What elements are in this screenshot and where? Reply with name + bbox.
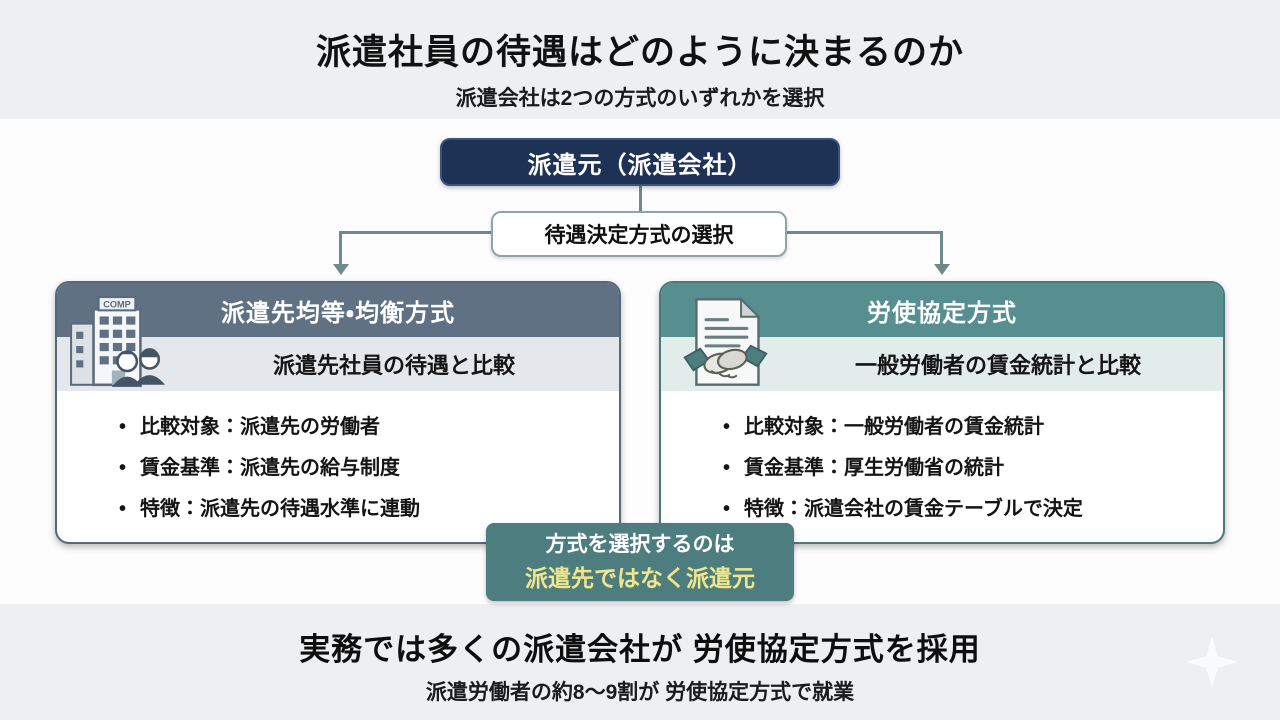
card-agreement-bullets: 比較対象：一般労働者の賃金統計 賃金基準：厚生労働省の統計 特徴：派遣会社の賃金… — [661, 407, 1223, 530]
footer-headline: 実務では多くの派遣会社が 労使協定方式を採用 — [299, 632, 981, 667]
page-title: 派遣社員の待遇はどのように決まるのか — [315, 33, 964, 72]
decision-method-box: 待遇決定方式の選択 — [491, 211, 787, 257]
bullet-item: 賃金基準：派遣先の給与制度 — [119, 448, 609, 489]
card-equal-balance-method: 派遣先均等・均衡方式 派遣先社員の待遇と比較 比較対象：派遣先の労働者 賃金基準… — [55, 281, 621, 544]
company-building-icon: COMP — [67, 293, 169, 395]
note-line-1: 方式を選択するのは — [545, 533, 735, 556]
connector-left-horizontal — [339, 231, 493, 234]
connector-right-horizontal — [786, 231, 942, 234]
connector-left-vertical — [339, 231, 342, 265]
agreement-handshake-icon — [677, 291, 774, 393]
arrow-down-right-icon — [934, 264, 950, 275]
note-line-2-highlight: 派遣先ではなく派遣元 — [525, 565, 755, 591]
bullet-item: 賃金基準：厚生労働省の統計 — [723, 448, 1213, 489]
bottom-band — [0, 604, 1280, 720]
connector-right-vertical — [940, 231, 943, 265]
card-equal-balance-title: 派遣先均等・均衡方式 — [220, 299, 456, 327]
card-equal-balance-bullets: 比較対象：派遣先の労働者 賃金基準：派遣先の給与制度 特徴：派遣先の待遇水準に連… — [57, 407, 619, 530]
arrow-down-left-icon — [333, 264, 349, 275]
company-sign-label: COMP — [103, 299, 131, 309]
card-equal-balance-header: 派遣先均等・均衡方式 — [57, 283, 619, 337]
dispatch-source-box: 派遣元（派遣会社） — [440, 138, 840, 186]
connector-source-line — [639, 184, 642, 213]
dispatch-source-label: 派遣元（派遣会社） — [527, 151, 753, 179]
card-agreement-title: 労使協定方式 — [867, 299, 1017, 327]
bullet-item: 特徴：派遣先の待遇水準に連動 — [119, 489, 609, 530]
method-selection-note-box: 方式を選択するのは 派遣先ではなく派遣元 — [486, 523, 794, 601]
page-subtitle: 派遣会社は2つの方式のいずれかを選択 — [455, 87, 825, 110]
bullet-item: 比較対象：派遣先の労働者 — [119, 407, 609, 448]
top-band — [0, 0, 1280, 119]
bullet-item: 特徴：派遣会社の賃金テーブルで決定 — [723, 489, 1213, 530]
card-labor-management-agreement-method: 労使協定方式 一般労働者の賃金統計と比較 比較対象：一般労働者の賃金統計 賃金基… — [659, 281, 1225, 544]
bullet-item: 比較対象：一般労働者の賃金統計 — [723, 407, 1213, 448]
footer-subline: 派遣労働者の約8〜9割が 労使協定方式で就業 — [425, 681, 855, 704]
decision-method-label: 待遇決定方式の選択 — [544, 224, 734, 247]
